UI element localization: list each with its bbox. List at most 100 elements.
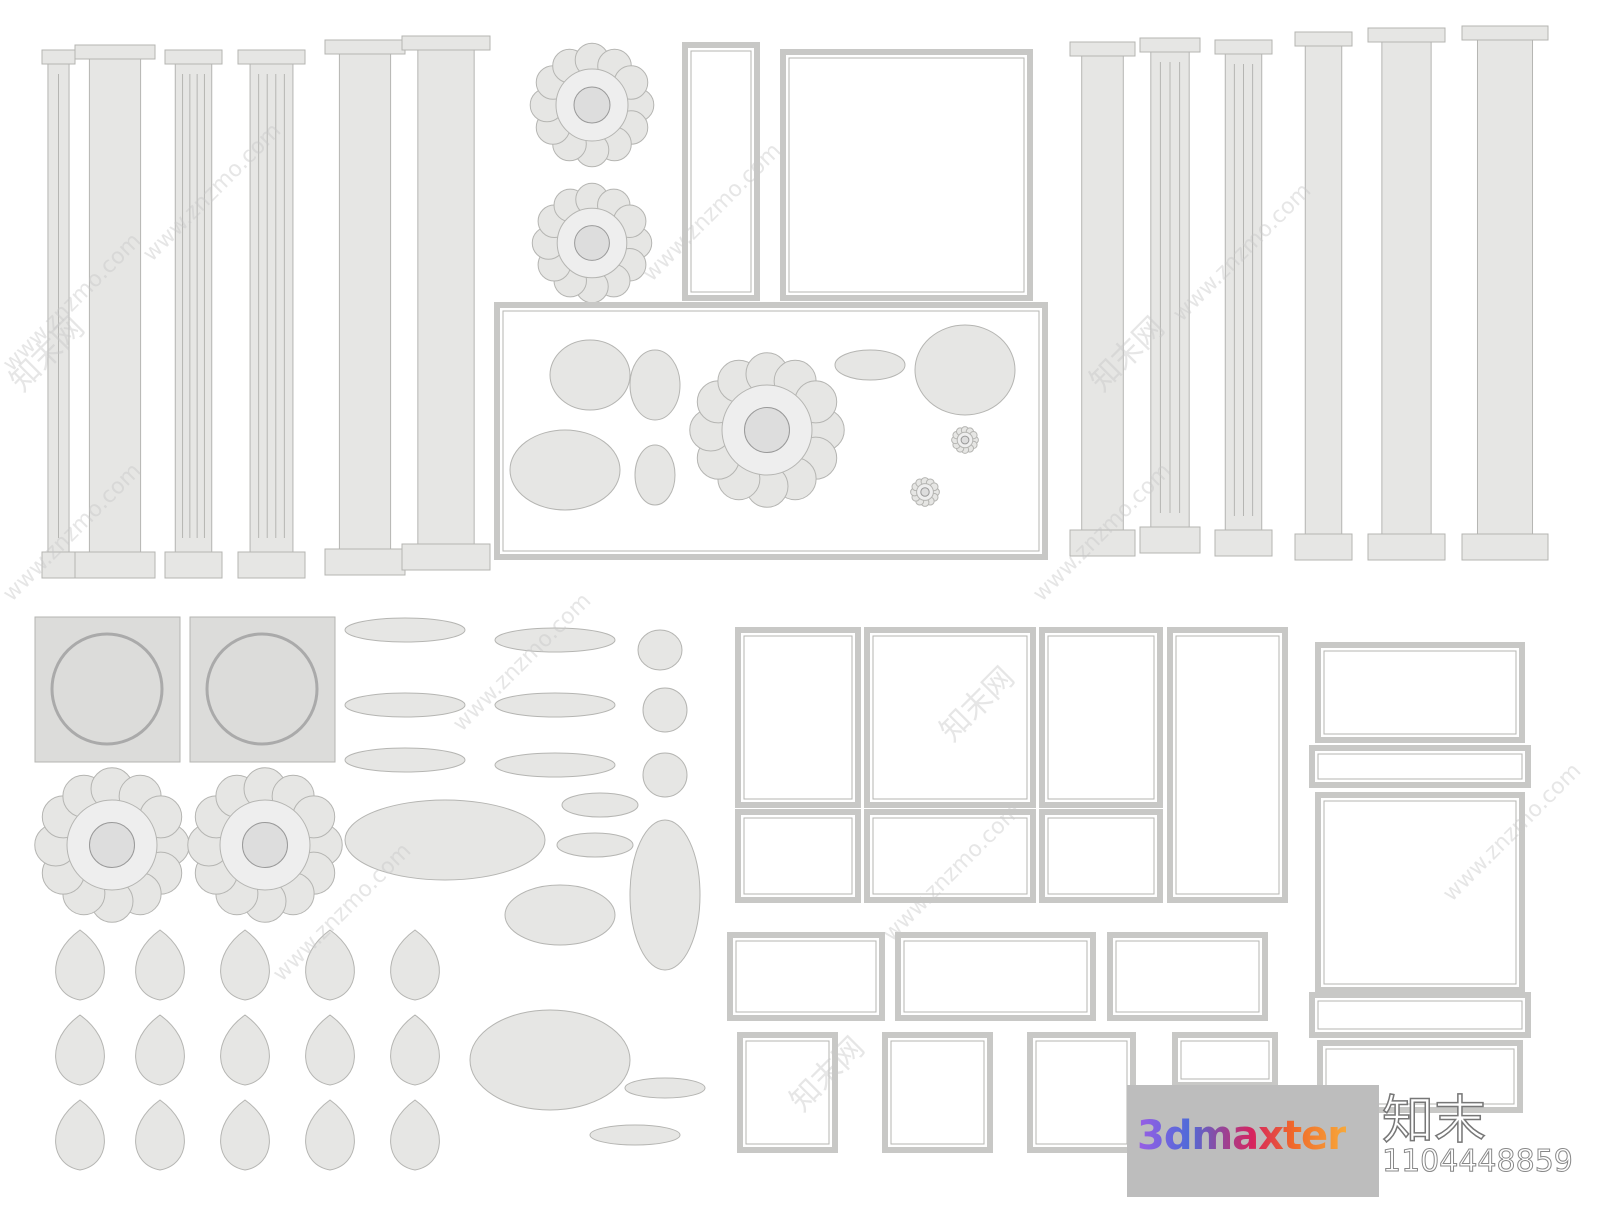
molding-frame xyxy=(882,1032,993,1153)
molding-frame-inner xyxy=(1325,1048,1515,1105)
carved-applique xyxy=(589,1124,681,1146)
rosette-center xyxy=(574,225,610,261)
molding-frame xyxy=(737,1032,838,1153)
column-base xyxy=(164,551,223,579)
rosette-center xyxy=(744,407,790,453)
molding-frame-inner xyxy=(690,50,752,293)
molding-frame xyxy=(1039,627,1163,808)
column-capital xyxy=(324,39,406,55)
molding-frame xyxy=(1309,992,1531,1038)
column-base xyxy=(74,551,156,579)
carved-applique xyxy=(469,1009,631,1111)
molding-frame-inner xyxy=(743,817,853,895)
rosette-center xyxy=(920,487,930,497)
acanthus-leaf xyxy=(390,1099,440,1171)
brand-name: 知末 xyxy=(1381,1090,1487,1152)
carved-applique xyxy=(629,819,701,971)
molding-frame xyxy=(1107,932,1268,1021)
logo-text: 3dmaxter xyxy=(1137,1113,1347,1159)
acanthus-leaf xyxy=(135,1099,185,1171)
column-base xyxy=(1139,526,1201,554)
molding-frame xyxy=(864,627,1036,808)
molding-frame xyxy=(727,932,885,1021)
acanthus-leaf xyxy=(55,1099,105,1171)
acanthus-leaf xyxy=(135,929,185,1001)
carved-applique xyxy=(344,799,546,881)
column-capital xyxy=(1294,31,1353,47)
column-capital xyxy=(1069,41,1136,57)
acanthus-leaf xyxy=(55,1014,105,1086)
column-shaft xyxy=(1304,45,1343,535)
acanthus-leaf xyxy=(220,1014,270,1086)
column-shaft xyxy=(174,63,213,553)
molding-frame-inner xyxy=(788,57,1025,293)
column-capital xyxy=(1139,37,1201,53)
carved-applique xyxy=(637,629,683,671)
column-capital xyxy=(401,35,491,51)
molding-frame-inner xyxy=(872,817,1028,895)
molding-frame xyxy=(735,627,861,808)
column-base xyxy=(41,551,76,579)
carved-applique xyxy=(642,687,688,733)
molding-frame xyxy=(1315,642,1525,743)
molding-frame xyxy=(780,49,1033,301)
carved-applique xyxy=(624,1077,706,1099)
carved-applique xyxy=(494,627,616,653)
carved-applique xyxy=(549,339,631,411)
molding-frame xyxy=(1317,1040,1523,1113)
column-base xyxy=(1214,529,1273,557)
column-base xyxy=(1367,533,1446,561)
rosette-center xyxy=(89,822,135,868)
column-base xyxy=(237,551,306,579)
carved-panel-pattern xyxy=(205,632,319,746)
column-shaft xyxy=(338,53,392,550)
molding-frame xyxy=(895,932,1096,1021)
column-capital xyxy=(1367,27,1446,43)
carved-applique xyxy=(344,692,466,718)
molding-frame xyxy=(682,42,760,301)
column-capital xyxy=(1214,39,1273,55)
acanthus-leaf xyxy=(305,929,355,1001)
molding-frame-inner xyxy=(890,1040,985,1145)
column-shaft xyxy=(249,63,294,553)
carved-applique xyxy=(642,752,688,798)
acanthus-leaf xyxy=(305,1099,355,1171)
acanthus-leaf xyxy=(220,1099,270,1171)
carved-applique xyxy=(494,692,616,718)
carved-applique xyxy=(494,752,616,778)
column-base xyxy=(324,548,406,576)
model-id: 1104448859 xyxy=(1382,1144,1574,1180)
acanthus-leaf xyxy=(135,1014,185,1086)
acanthus-leaf xyxy=(55,929,105,1001)
molding-frame xyxy=(494,302,1048,560)
molding-frame-inner xyxy=(1035,1040,1128,1145)
molding-frame xyxy=(1315,792,1525,993)
carved-applique xyxy=(509,429,621,511)
molding-frame-inner xyxy=(1047,635,1155,800)
column-capital xyxy=(237,49,306,65)
acanthus-leaf xyxy=(305,1014,355,1086)
molding-frame-inner xyxy=(1180,1040,1270,1080)
column-base xyxy=(1069,529,1136,557)
molding-frame xyxy=(864,809,1036,903)
acanthus-leaf xyxy=(390,1014,440,1086)
rosette-center xyxy=(960,435,970,445)
molding-frame xyxy=(735,809,861,903)
carved-applique xyxy=(914,324,1016,416)
carved-applique xyxy=(634,444,676,506)
column-shaft xyxy=(417,49,475,545)
carved-panel-pattern xyxy=(50,632,164,746)
column-shaft xyxy=(1476,39,1534,535)
acanthus-leaf xyxy=(390,929,440,1001)
carved-applique xyxy=(561,792,639,818)
molding-frame-inner xyxy=(1317,753,1523,780)
column-shaft xyxy=(1081,55,1124,531)
carved-panel xyxy=(34,616,181,763)
molding-frame-inner xyxy=(1317,1000,1523,1030)
molding-frame-inner xyxy=(735,940,877,1013)
logo-badge: 3dmaxter xyxy=(1127,1085,1379,1197)
rosette-center xyxy=(573,86,611,124)
column-capital xyxy=(164,49,223,65)
column-base xyxy=(401,543,491,571)
